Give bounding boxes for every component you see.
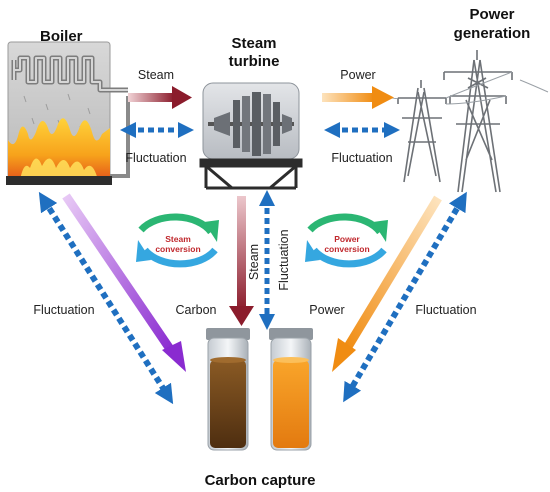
fluctuation-arrow-boiler-capture [38, 191, 174, 405]
power-flow-arrow [322, 86, 394, 109]
steam-flow-arrow [128, 86, 192, 109]
power-label-top: Power [340, 68, 375, 82]
carbon-capture-title: Carbon capture [205, 472, 316, 489]
steam-conversion-label-line1: Steam [165, 234, 191, 244]
fluctuation-arrow-grid-capture [343, 191, 467, 403]
power-generation-title-line2: generation [454, 25, 531, 42]
steam-conversion-label-line2: conversion [155, 244, 200, 254]
fluctuation-label-left: Fluctuation [125, 151, 186, 165]
carbon-flow-arrow [62, 193, 186, 372]
transmission-tower-icon [379, 50, 549, 193]
turbine-title-line2: turbine [229, 53, 280, 70]
fluctuation-label-diag-right: Fluctuation [415, 303, 476, 317]
steam-label-top: Steam [138, 68, 174, 82]
fluctuation-label-diag-left: Fluctuation [33, 303, 94, 317]
boiler-title: Boiler [40, 28, 83, 45]
boiler [6, 41, 130, 185]
power-generation-title-line1: Power [469, 6, 514, 23]
carbon-label: Carbon [176, 303, 217, 317]
fluctuation-label-right: Fluctuation [331, 151, 392, 165]
steam-down-arrow [229, 196, 254, 326]
fluctuation-label-vertical: Fluctuation [277, 229, 291, 290]
carbon-tube [206, 328, 250, 451]
steam-turbine [199, 82, 303, 190]
turbine-title-line1: Steam [231, 35, 276, 52]
power-conversion-label-line2: conversion [324, 244, 369, 254]
steam-conversion-cycle-icon [136, 213, 219, 268]
power-conversion-cycle-icon [305, 213, 388, 268]
power-tube [269, 328, 313, 451]
power-conversion-label-line1: Power [334, 234, 360, 244]
turbine-stand [199, 158, 303, 190]
steam-label-vertical: Steam [247, 244, 261, 280]
boiler-base [6, 176, 112, 185]
power-label-bottom: Power [309, 303, 344, 317]
turbine-rotor [208, 92, 294, 156]
